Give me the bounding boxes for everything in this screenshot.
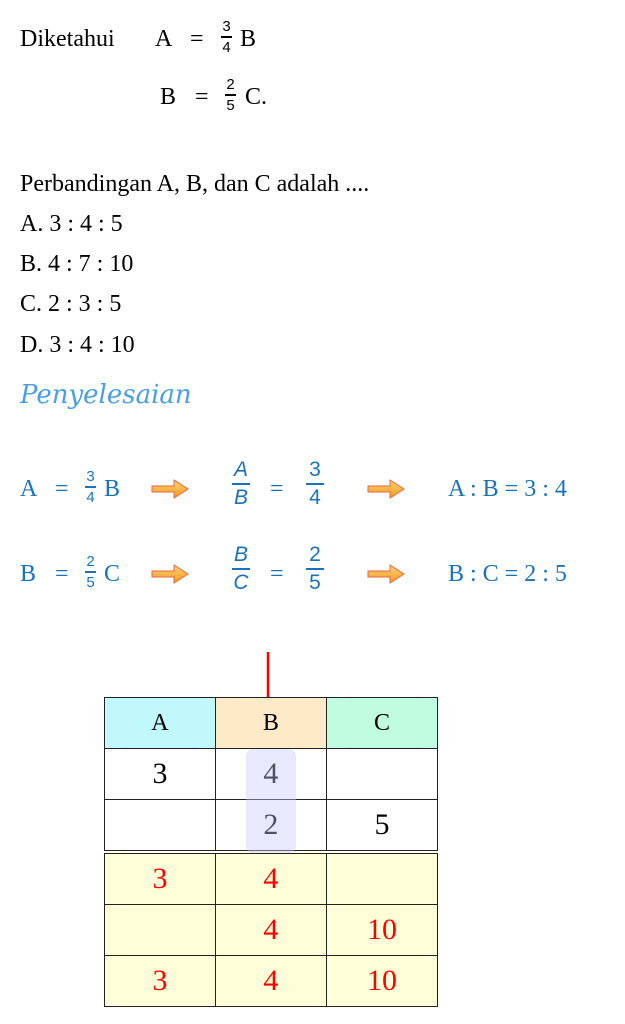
option-a: A. 3 : 4 : 5: [20, 211, 123, 238]
text: 5: [309, 571, 321, 594]
text: [232, 568, 250, 570]
text: C: [233, 571, 249, 594]
text: C.: [20, 291, 43, 317]
text: B: [104, 476, 121, 502]
text: 5: [86, 574, 95, 591]
text: =: [270, 561, 284, 587]
table-cell: 3: [104, 850, 216, 905]
text: [225, 94, 236, 96]
arrow-right-icon: [151, 479, 189, 499]
arrow-right-icon: [151, 564, 189, 584]
table-cell: 3: [104, 955, 216, 1007]
text: [85, 486, 96, 488]
given-label: Diketahui: [20, 26, 115, 52]
question-prompt: Perbandingan A, B, dan C adalah ....: [20, 171, 370, 197]
text: =: [55, 561, 69, 587]
text: B: [233, 486, 248, 509]
text: 3: [222, 18, 231, 35]
arrow-right-icon: [367, 564, 405, 584]
text: [85, 571, 96, 573]
header-b: B: [214, 697, 327, 749]
arrow-right-icon: [367, 479, 405, 499]
text: [306, 568, 324, 570]
text: [306, 483, 324, 485]
text: [367, 479, 405, 499]
table-cell: [325, 748, 439, 800]
text: [367, 564, 405, 584]
text: 2: [309, 543, 321, 566]
table-cell: 10: [325, 955, 439, 1007]
option-c: C. 2 : 3 : 5: [20, 291, 121, 318]
table-cell: 4: [214, 748, 327, 800]
text: 4 : 7 : 10: [48, 251, 134, 277]
table-cell: [104, 904, 216, 956]
text: B: [233, 543, 248, 566]
var: C.: [245, 84, 268, 110]
table-cell: 3: [104, 748, 216, 800]
solution-heading: Penyelesaian: [20, 380, 192, 410]
header-c: C: [325, 697, 439, 749]
text: 2: [226, 76, 235, 93]
text: A.: [20, 211, 44, 237]
var: B: [240, 26, 257, 52]
text: 2: [86, 553, 95, 570]
text: A: [233, 458, 248, 481]
table-cell: [325, 850, 439, 905]
text: B: [20, 561, 37, 587]
table-cell: [104, 799, 216, 853]
table-cell: 5: [325, 799, 439, 853]
ratio-result: A : B = 3 : 4: [448, 476, 567, 502]
equals: =: [190, 26, 204, 52]
text: C: [104, 561, 121, 587]
text: 4: [222, 39, 231, 56]
text: 4: [86, 489, 95, 506]
option-b: B. 4 : 7 : 10: [20, 251, 133, 278]
text: 3: [86, 468, 95, 485]
b-column-highlight: [246, 749, 296, 853]
text: 3 : 4 : 10: [49, 332, 135, 358]
header-a: A: [104, 697, 216, 749]
text: B.: [20, 251, 43, 277]
var: A: [155, 26, 173, 52]
var: B: [160, 84, 177, 110]
option-d: D. 3 : 4 : 10: [20, 332, 135, 359]
text: [151, 564, 189, 584]
text: =: [270, 476, 284, 502]
text: [151, 479, 189, 499]
text: =: [55, 476, 69, 502]
table-header-row: A B C: [104, 697, 439, 749]
text: D.: [20, 332, 44, 358]
text: 3 : 4 : 5: [49, 211, 123, 237]
table-cell: 4: [214, 955, 327, 1007]
text: 3: [309, 458, 321, 481]
table-cell: 4: [214, 850, 327, 905]
table-cell: 10: [325, 904, 439, 956]
text: 2 : 3 : 5: [48, 291, 122, 317]
text: A: [20, 476, 38, 502]
table-cell: 4: [214, 904, 327, 956]
text: 5: [226, 97, 235, 114]
text: [221, 36, 232, 38]
equals: =: [195, 84, 209, 110]
text: [232, 483, 250, 485]
text: 4: [309, 486, 321, 509]
ratio-result: B : C = 2 : 5: [448, 561, 567, 587]
